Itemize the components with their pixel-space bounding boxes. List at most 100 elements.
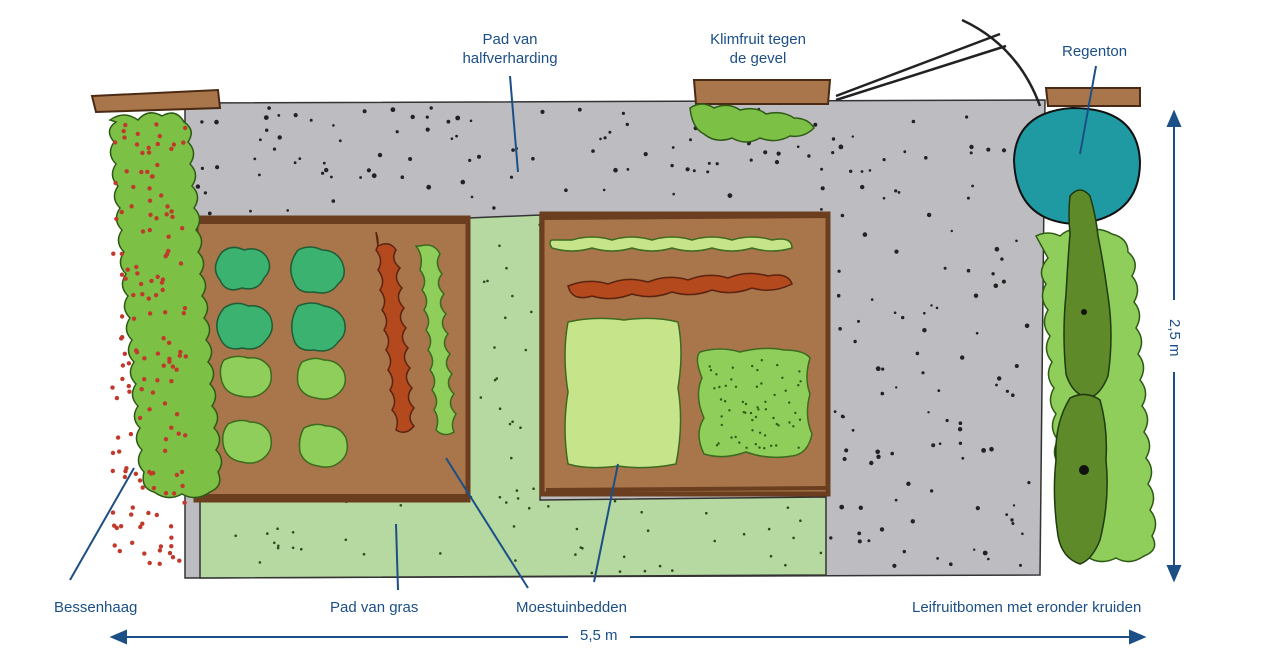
grass-dot bbox=[277, 544, 280, 548]
gravel-dot bbox=[689, 138, 692, 142]
gravel-dot bbox=[377, 152, 383, 158]
berry-dot bbox=[126, 383, 131, 389]
grass-dot bbox=[769, 554, 773, 558]
gravel-dot bbox=[929, 489, 934, 493]
herb-dot bbox=[797, 446, 800, 449]
gravel-dot bbox=[1015, 239, 1018, 243]
gravel-dot bbox=[958, 441, 963, 445]
grass-dot bbox=[495, 377, 499, 380]
gravel-dot bbox=[991, 272, 995, 276]
herb-dot bbox=[764, 408, 768, 411]
herb-dot bbox=[751, 364, 754, 368]
herb-dot bbox=[734, 435, 737, 439]
gravel-dot bbox=[965, 115, 969, 119]
gravel-dot bbox=[715, 162, 719, 166]
gravel-dot bbox=[833, 410, 837, 413]
berry-dot bbox=[174, 412, 180, 417]
berry-dot bbox=[153, 293, 159, 298]
herb-dot bbox=[730, 378, 733, 381]
gravel-dot bbox=[477, 154, 481, 159]
berry-dot bbox=[155, 162, 160, 168]
berry-dot bbox=[127, 389, 132, 394]
berry-dot bbox=[178, 349, 183, 355]
berry-dot bbox=[162, 401, 168, 406]
herb-dot bbox=[776, 363, 779, 367]
berry-dot bbox=[181, 140, 186, 145]
grass-dot bbox=[362, 552, 366, 556]
berry-dot bbox=[154, 216, 159, 221]
lettuce-row bbox=[549, 236, 793, 252]
herb-dot bbox=[751, 418, 754, 422]
grass-dot bbox=[618, 570, 622, 573]
gravel-dot bbox=[263, 115, 269, 120]
fence-middle bbox=[692, 79, 832, 105]
grass-dot bbox=[486, 279, 489, 283]
gravel-dot bbox=[927, 411, 930, 414]
berry-dot bbox=[147, 311, 153, 316]
grass-dot bbox=[291, 531, 295, 534]
berry-dot bbox=[163, 310, 168, 315]
gravel-dot bbox=[869, 460, 874, 466]
label-vegetable-beds: Moestuinbedden bbox=[516, 599, 627, 616]
gravel-dot bbox=[975, 331, 979, 335]
berry-dot bbox=[155, 351, 161, 356]
berry-dot bbox=[147, 407, 152, 412]
carrot-row bbox=[375, 231, 416, 433]
gravel-dot bbox=[277, 135, 282, 140]
gravel-dot bbox=[253, 157, 257, 161]
grass-dot bbox=[640, 510, 643, 514]
berry-dot bbox=[139, 169, 144, 175]
grass-dot bbox=[705, 511, 708, 515]
grass-dot bbox=[524, 348, 528, 352]
herb-dot bbox=[720, 415, 723, 418]
gravel-dot bbox=[820, 186, 825, 191]
berry-dot bbox=[147, 198, 153, 203]
herb-dot bbox=[799, 380, 802, 383]
herb-dot bbox=[741, 400, 745, 404]
berry-dot bbox=[164, 251, 170, 257]
berry-dot bbox=[174, 367, 179, 372]
gravel-dot bbox=[468, 158, 472, 162]
herb-dot bbox=[777, 424, 780, 427]
herb-dot bbox=[797, 384, 800, 387]
grass-dot bbox=[498, 407, 502, 411]
berry-dot bbox=[124, 466, 129, 471]
berry-dot bbox=[180, 226, 185, 231]
espalier-tree-lower bbox=[1053, 393, 1108, 565]
gravel-dot bbox=[897, 191, 901, 194]
gravel-dot bbox=[298, 157, 302, 161]
grass-dot bbox=[399, 504, 403, 507]
gravel-dot bbox=[1001, 148, 1007, 153]
berry-dot bbox=[129, 204, 134, 209]
grass-dot bbox=[266, 532, 269, 535]
gravel-dot bbox=[820, 208, 823, 211]
grass-dot bbox=[579, 546, 583, 549]
berry-dot bbox=[122, 474, 128, 480]
gravel-dot bbox=[322, 161, 326, 165]
berry-dot bbox=[119, 251, 125, 256]
gravel-dot bbox=[987, 557, 990, 561]
label-climbing-fruit: Klimfruit tegen de gevel bbox=[690, 30, 826, 68]
label-berry-hedge: Bessenhaag bbox=[54, 599, 138, 616]
berry-dot bbox=[148, 471, 154, 476]
gravel-dot bbox=[901, 315, 905, 320]
gravel-dot bbox=[390, 107, 396, 113]
berry-dot bbox=[134, 264, 139, 270]
berry-dot bbox=[124, 169, 129, 174]
berry-dot bbox=[161, 336, 166, 341]
gravel-dot bbox=[895, 386, 898, 389]
gravel-dot bbox=[426, 184, 432, 190]
berry-dot bbox=[171, 142, 177, 147]
berry-dot bbox=[119, 209, 124, 215]
gravel-dot bbox=[293, 113, 298, 118]
grass-dot bbox=[516, 497, 520, 500]
herb-dot bbox=[760, 359, 763, 362]
gravel-dot bbox=[957, 427, 963, 432]
berry-dot bbox=[165, 204, 170, 209]
gravel-dot bbox=[915, 351, 920, 356]
berry-dot bbox=[164, 212, 169, 217]
grass-dot bbox=[512, 525, 516, 528]
berry-dot bbox=[142, 377, 147, 382]
gravel-dot bbox=[531, 156, 535, 161]
label-height-dimension: 2,5 m bbox=[1166, 319, 1183, 357]
